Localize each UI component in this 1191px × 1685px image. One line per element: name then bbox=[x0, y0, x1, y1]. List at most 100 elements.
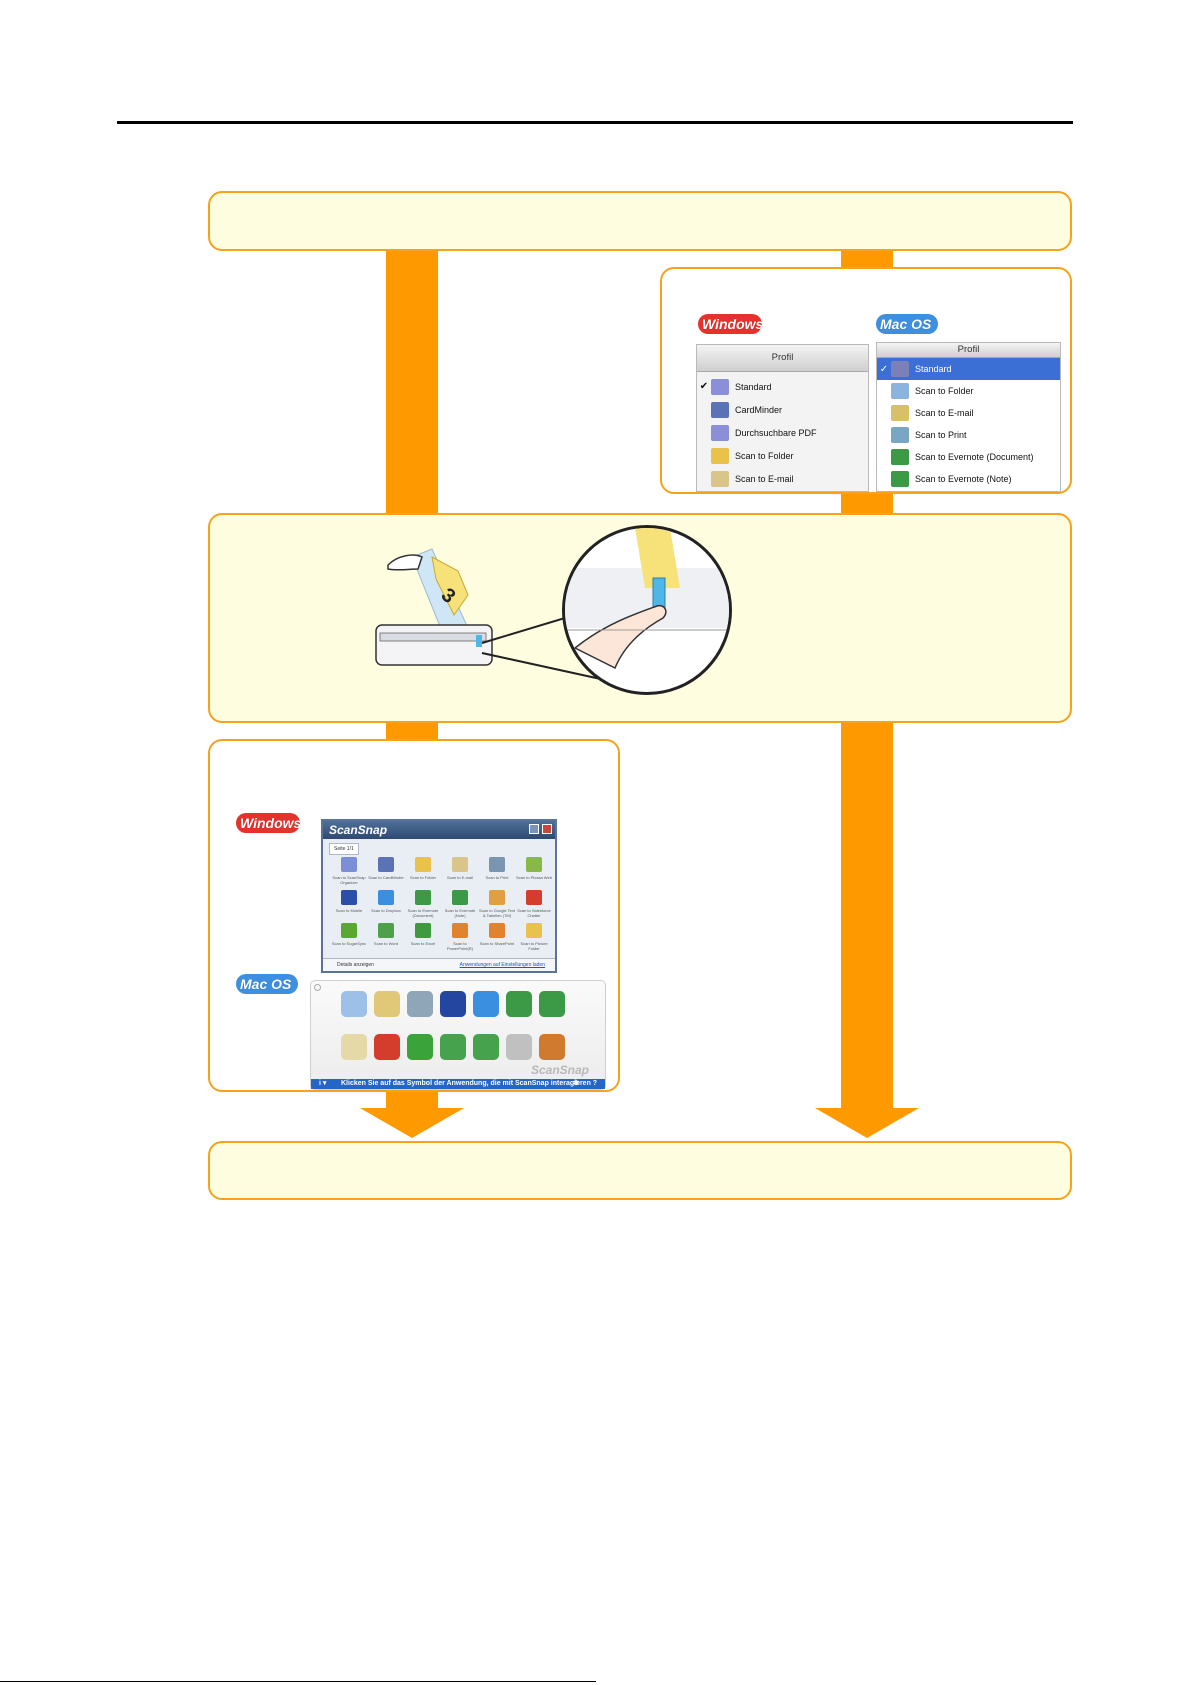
mac-quick-menu-brand: ScanSnap bbox=[530, 1063, 589, 1077]
quick-menu-app-item[interactable]: Scan to Evernote (Document) bbox=[405, 890, 441, 918]
windows-quick-menu-title: ScanSnap bbox=[329, 823, 388, 837]
mac-app-icon[interactable] bbox=[341, 1034, 367, 1060]
app-label: Scan to Print bbox=[485, 875, 509, 880]
app-icon bbox=[526, 923, 542, 938]
mac-app-icon[interactable] bbox=[407, 1034, 433, 1060]
windows-profile-menu-header: Profil bbox=[697, 345, 868, 372]
app-icon bbox=[489, 923, 505, 938]
quick-menu-app-item[interactable]: Scan to Salesforce Chatter bbox=[516, 890, 552, 918]
quick-menu-app-item[interactable]: Scan to PowerPoint(R) bbox=[442, 923, 478, 951]
mac-profile-item[interactable]: Scan to Folder bbox=[877, 380, 1060, 402]
window-close-icon[interactable] bbox=[542, 824, 552, 834]
quick-menu-app-item[interactable]: Scan to Evernote (Note) bbox=[442, 890, 478, 918]
quick-menu-app-item[interactable]: Scan to SharePoint bbox=[479, 923, 515, 946]
profile-icon bbox=[891, 361, 909, 377]
flow-arrow-left-top bbox=[386, 232, 438, 517]
mac-app-icon[interactable] bbox=[440, 1034, 466, 1060]
mac-profile-item[interactable]: ✓Standard bbox=[877, 358, 1060, 380]
app-label: Scan to E-mail bbox=[446, 875, 473, 880]
mac-profile-item[interactable]: Scan to Evernote (Document) bbox=[877, 446, 1060, 468]
windows-profile-item-label: Scan to Folder bbox=[735, 450, 794, 461]
help-icon[interactable]: ? bbox=[592, 1080, 597, 1087]
windows-profile-item[interactable]: Durchsuchbare PDF bbox=[697, 421, 868, 444]
windows-badge: Windows bbox=[698, 314, 763, 334]
scan-step-panel: 3 bbox=[208, 513, 1072, 723]
app-label: Scan to Picture Folder bbox=[520, 941, 548, 951]
quick-menu-panel: Windows Mac OS ScanSnap Seite 1/1 Scan t… bbox=[208, 739, 620, 1092]
app-icon bbox=[341, 923, 357, 938]
quick-menu-app-item[interactable]: Scan to Picasa Web bbox=[516, 857, 552, 880]
bottom-rule bbox=[0, 1681, 596, 1682]
mac-app-icon[interactable] bbox=[374, 1034, 400, 1060]
flow-arrow-right-mid bbox=[841, 490, 893, 515]
gear-icon[interactable]: ✱ bbox=[573, 1080, 579, 1087]
app-label: Scan to Salesforce Chatter bbox=[517, 908, 551, 918]
windows-profile-item[interactable]: CardMinder bbox=[697, 398, 868, 421]
check-icon: ✔ bbox=[699, 381, 709, 392]
app-label: Scan to CardMinder bbox=[368, 875, 404, 880]
mac-app-icon[interactable] bbox=[539, 991, 565, 1017]
mac-app-icon[interactable] bbox=[407, 991, 433, 1017]
flow-arrow-right-long bbox=[841, 720, 893, 1108]
info-icon[interactable]: i ▾ bbox=[319, 1080, 327, 1087]
quick-menu-page-tab-label: Seite 1/1 bbox=[334, 846, 354, 852]
check-icon: ✓ bbox=[879, 363, 889, 375]
app-icon bbox=[526, 857, 542, 872]
mac-profile-item-label: Scan to Evernote (Document) bbox=[915, 452, 1034, 462]
mac-close-icon[interactable] bbox=[314, 984, 321, 991]
mac-profile-item[interactable]: Scan to Print bbox=[877, 424, 1060, 446]
app-label: Scan to Google Text & Tabellen (TM) bbox=[479, 908, 515, 918]
quick-menu-app-item[interactable]: Scan to SugarSync bbox=[331, 923, 367, 946]
windows-profile-item[interactable]: ✔ Standard bbox=[697, 375, 868, 398]
quick-menu-app-item[interactable]: Scan to Dropbox bbox=[368, 890, 404, 913]
quick-menu-app-item[interactable]: Scan to Google Text & Tabellen (TM) bbox=[479, 890, 515, 918]
profile-icon bbox=[711, 378, 729, 395]
windows-profile-item-label: Standard bbox=[735, 381, 772, 392]
windows-profile-item[interactable]: Scan to E-mail bbox=[697, 467, 868, 490]
windows-profile-item-label: Durchsuchbare PDF bbox=[735, 427, 817, 438]
mac-app-icon[interactable] bbox=[341, 991, 367, 1017]
quick-menu-app-item[interactable]: Scan to Excel bbox=[405, 923, 441, 946]
windows-profile-item-label: CardMinder bbox=[735, 404, 783, 415]
app-icon bbox=[489, 890, 505, 905]
mac-profile-item[interactable]: Scan to Evernote (Note) bbox=[877, 468, 1060, 490]
mac-app-icon[interactable] bbox=[473, 1034, 499, 1060]
quick-menu-app-item[interactable]: Scan to Print bbox=[479, 857, 515, 880]
app-icon bbox=[452, 857, 468, 872]
arrowhead-right bbox=[815, 1108, 919, 1138]
details-toggle-button[interactable]: Details anzeigen bbox=[337, 962, 374, 968]
mac-app-icon[interactable] bbox=[473, 991, 499, 1017]
mac-os-badge-quickmenu: Mac OS bbox=[236, 974, 298, 994]
quick-menu-app-item[interactable]: Scan to E-mail bbox=[442, 857, 478, 880]
profile-icon bbox=[891, 449, 909, 465]
app-icon bbox=[415, 890, 431, 905]
mac-app-icon[interactable] bbox=[506, 991, 532, 1017]
quick-menu-app-item[interactable]: Scan to Word bbox=[368, 923, 404, 946]
quick-menu-app-item[interactable]: Scan to CardMinder bbox=[368, 857, 404, 880]
quick-menu-app-item[interactable]: Scan to Mobile bbox=[331, 890, 367, 913]
app-icon bbox=[341, 857, 357, 872]
app-icon bbox=[452, 890, 468, 905]
mac-profile-item-label: Scan to Evernote (Note) bbox=[915, 474, 1012, 484]
mac-app-icon[interactable] bbox=[374, 991, 400, 1017]
quick-menu-page-tab[interactable]: Seite 1/1 bbox=[329, 843, 359, 855]
applications-settings-link[interactable]: Anwendungen auf Einstellungen laden bbox=[459, 962, 545, 968]
mac-app-icon[interactable] bbox=[440, 991, 466, 1017]
mac-app-icon[interactable] bbox=[506, 1034, 532, 1060]
windows-profile-item[interactable]: Scan to Folder bbox=[697, 444, 868, 467]
windows-profile-item-label: Scan to E-mail bbox=[735, 473, 794, 484]
window-settings-icon[interactable] bbox=[529, 824, 539, 834]
profile-icon bbox=[711, 424, 729, 441]
arrowhead-left bbox=[360, 1108, 464, 1138]
app-label: Scan to SharePoint bbox=[479, 941, 515, 946]
quick-menu-app-item[interactable]: Scan to ScanSnap Organizer bbox=[331, 857, 367, 885]
quick-menu-app-item[interactable]: Scan to Picture Folder bbox=[516, 923, 552, 951]
mac-profile-item[interactable]: Scan to E-mail bbox=[877, 402, 1060, 424]
app-icon bbox=[415, 857, 431, 872]
mac-app-icon[interactable] bbox=[539, 1034, 565, 1060]
quick-menu-app-item[interactable]: Scan to Folder bbox=[405, 857, 441, 880]
app-label: Scan to Evernote (Note) bbox=[444, 908, 476, 918]
top-rule bbox=[117, 121, 1073, 124]
